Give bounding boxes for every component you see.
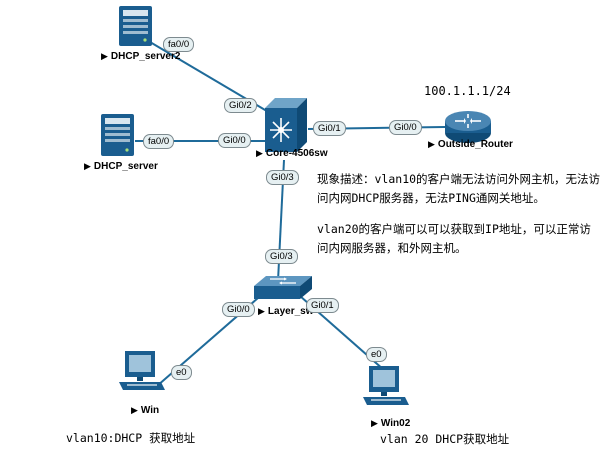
expand-triangle-icon: ▶ <box>101 51 108 61</box>
caption-vlan20: vlan 20 DHCP获取地址 <box>380 432 510 446</box>
dhcp-server2-icon[interactable] <box>119 6 152 46</box>
port-server2-fa00[interactable]: fa0/0 <box>163 37 195 52</box>
port-sw-gi00[interactable]: Gi0/0 <box>222 302 255 317</box>
port-server-fa00[interactable]: fa0/0 <box>143 134 175 149</box>
layer-switch-icon[interactable] <box>254 276 312 299</box>
port-core-gi00[interactable]: Gi0/0 <box>218 133 251 148</box>
caption-vlan10: vlan10:DHCP 获取地址 <box>66 431 196 445</box>
layer-switch-label: ▶Layer_sw <box>258 306 314 317</box>
port-sw-gi01[interactable]: Gi0/1 <box>306 298 339 313</box>
note-spacer <box>317 208 602 220</box>
core-switch-label: ▶Core-4506sw <box>256 148 328 159</box>
win-pc-icon[interactable] <box>119 351 165 390</box>
win02-name: Win02 <box>380 418 411 429</box>
router-icon[interactable] <box>445 111 491 143</box>
dhcp-server-label: ▶DHCP_server <box>84 161 158 172</box>
router-ip-label: 100.1.1.1/24 <box>424 84 511 98</box>
expand-triangle-icon: ▶ <box>258 306 265 316</box>
expand-triangle-icon: ▶ <box>428 139 435 149</box>
symptom-note-vlan20: vlan20的客户端可以可以获取到IP地址，可以正常访问内网服务器，和外网主机。 <box>317 222 591 255</box>
dhcp-server-icon[interactable] <box>101 114 134 156</box>
symptom-note-vlan10: 现象描述：vlan10的客户端无法访问外网主机，无法访问内网DHCP服务器，无法… <box>317 172 601 205</box>
core-switch-icon[interactable] <box>265 98 307 152</box>
expand-triangle-icon: ▶ <box>84 161 91 171</box>
port-win02-e0[interactable]: e0 <box>366 347 387 362</box>
dhcp-server-name: DHCP_server <box>93 161 158 172</box>
win02-label: ▶Win02 <box>371 418 410 429</box>
link-server2-core <box>149 41 283 121</box>
expand-triangle-icon: ▶ <box>256 148 263 158</box>
expand-triangle-icon: ▶ <box>131 405 138 415</box>
dhcp-server2-label: ▶DHCP_server2 <box>101 51 180 62</box>
layer-switch-name: Layer_sw <box>267 306 314 317</box>
port-router-gi00[interactable]: Gi0/0 <box>389 120 422 135</box>
dhcp-server2-name: DHCP_server2 <box>110 51 181 62</box>
port-sw-gi03[interactable]: Gi0/3 <box>265 249 298 264</box>
router-label: ▶Outside_Router <box>428 139 513 150</box>
win-name: Win <box>140 405 160 416</box>
port-core-gi03[interactable]: Gi0/3 <box>266 170 299 185</box>
port-core-gi02[interactable]: Gi0/2 <box>224 98 257 113</box>
symptom-note: 现象描述：vlan10的客户端无法访问外网主机，无法访问内网DHCP服务器，无法… <box>317 170 602 258</box>
win02-pc-icon[interactable] <box>363 366 409 405</box>
router-name: Outside_Router <box>437 139 513 150</box>
expand-triangle-icon: ▶ <box>371 418 378 428</box>
win-label: ▶Win <box>131 405 159 416</box>
port-core-gi01[interactable]: Gi0/1 <box>313 121 346 136</box>
core-switch-name: Core-4506sw <box>265 148 328 159</box>
port-win-e0[interactable]: e0 <box>171 365 192 380</box>
